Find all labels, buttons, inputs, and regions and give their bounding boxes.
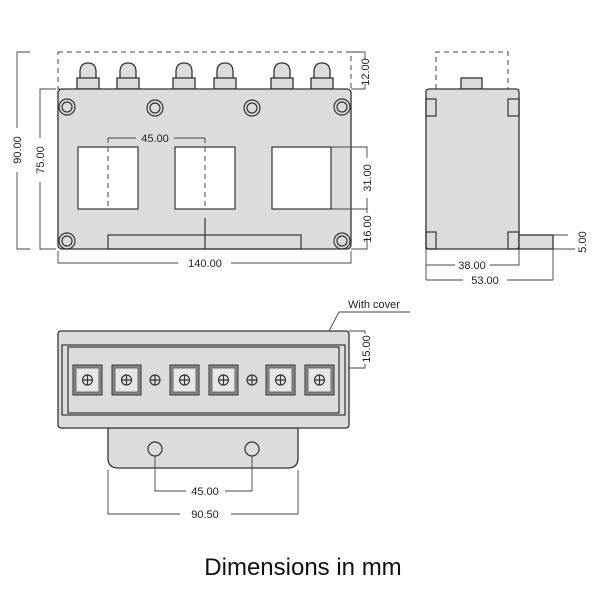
mounting-bracket	[107, 427, 299, 469]
terminal-post	[76, 62, 100, 90]
dim-top-terminals: 12.00	[360, 58, 372, 86]
terminal-post	[310, 62, 334, 90]
cover-label: With cover	[348, 299, 400, 311]
terminal-screw	[111, 364, 142, 396]
terminal-post	[172, 62, 196, 90]
dim-depth-total: 53.00	[471, 275, 499, 287]
bottom-terminals	[72, 364, 335, 396]
side-view: 5.00 38.00 53.00	[425, 51, 589, 287]
terminal-post	[270, 62, 294, 90]
front-view: 45.00 90.00 75.00 140.00 12.00 31.00 16.…	[12, 51, 374, 270]
side-body	[425, 88, 520, 250]
terminal-post	[213, 62, 237, 90]
side-foot	[518, 234, 554, 250]
side-terminal	[460, 77, 483, 90]
terminal-screw	[208, 364, 239, 396]
dim-window-bottom: 16.00	[362, 215, 374, 243]
terminal-screw	[72, 364, 103, 396]
window-3	[271, 146, 332, 210]
terminal-clearance-outline	[57, 51, 352, 90]
dim-bracket-width: 90.50	[191, 509, 219, 521]
dim-width: 140.00	[188, 258, 222, 270]
bottom-view: 45.00 90.50 With cover 15.00	[57, 299, 410, 521]
terminal-screw	[265, 364, 296, 396]
caption: Dimensions in mm	[204, 554, 401, 581]
mounting-holes	[58, 98, 351, 250]
terminal-screw	[169, 364, 200, 396]
cover-body	[57, 330, 350, 429]
dim-depth-body: 38.00	[458, 260, 486, 272]
dim-window-height: 31.00	[362, 164, 374, 192]
terminal-post	[116, 62, 140, 90]
terminal-posts	[76, 62, 334, 90]
dim-hole-pitch: 45.00	[191, 486, 219, 498]
dim-window-pitch: 45.00	[141, 133, 169, 145]
dim-foot-height: 5.00	[577, 231, 589, 252]
dim-height-body: 75.00	[35, 146, 47, 174]
dim-cover-height: 15.00	[361, 335, 373, 363]
terminal-screw	[304, 364, 335, 396]
dim-height-total: 90.00	[12, 136, 24, 164]
